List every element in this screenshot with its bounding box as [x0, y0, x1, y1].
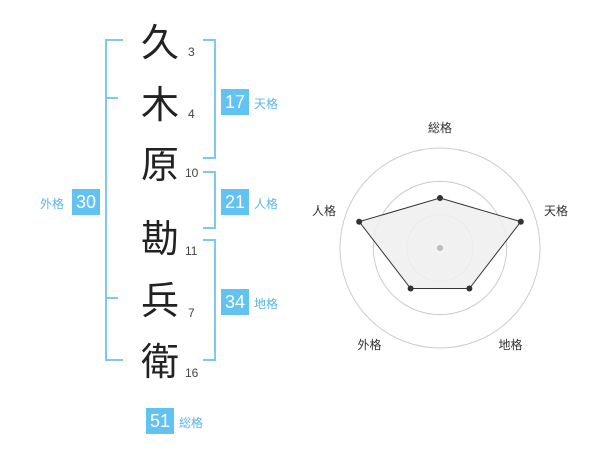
stroke-count-3: 10	[185, 166, 199, 180]
gaikaku-badge: 30	[72, 189, 100, 215]
radar-axis-label-3: 地格	[498, 337, 522, 352]
chikaku-label: 地格	[254, 297, 279, 311]
radar-axis-label-1: 総格	[428, 120, 452, 135]
tenkaku-bracket	[203, 39, 216, 159]
name-char-6: 衛	[141, 340, 180, 384]
stroke-count-4: 11	[185, 244, 198, 258]
stroke-count-1: 3	[188, 45, 195, 59]
radar-point-5	[356, 218, 363, 225]
radar-point-2	[517, 218, 524, 225]
radar-point-4	[407, 285, 414, 292]
gaikaku-bracket	[105, 39, 123, 361]
tenkaku-label: 天格	[254, 97, 279, 111]
name-char-3: 原	[141, 143, 180, 187]
chikaku-bracket	[203, 239, 216, 361]
name-char-2: 木	[141, 83, 180, 127]
radar-axis-label-2: 天格	[544, 203, 568, 218]
soukaku-badge: 51	[146, 408, 174, 434]
name-char-5: 兵	[141, 279, 180, 323]
radar-axis-label-4: 外格	[357, 337, 381, 352]
jinkaku-bracket	[203, 171, 216, 229]
radar-ring-3	[339, 147, 541, 349]
stroke-count-2: 4	[188, 107, 195, 121]
soukaku-label: 総格	[179, 416, 204, 430]
radar-area	[358, 197, 522, 289]
kaku-brackets	[105, 39, 216, 361]
radar-center-dot	[437, 245, 443, 251]
radar-ring-2	[372, 180, 508, 316]
jinkaku-badge: 21	[221, 189, 249, 215]
tenkaku-badge: 17	[221, 89, 249, 115]
radar-point-1	[437, 195, 443, 201]
chikaku-badge: 34	[221, 289, 249, 315]
name-char-1: 久	[141, 21, 180, 65]
radar-axis-label-5: 人格	[312, 203, 336, 218]
name-char-4: 勘	[141, 217, 180, 261]
stroke-count-5: 7	[188, 306, 195, 320]
stroke-count-6: 16	[185, 366, 199, 380]
radar-point-3	[466, 285, 473, 292]
jinkaku-label: 人格	[254, 197, 279, 211]
gaikaku-label: 外格	[40, 197, 65, 211]
